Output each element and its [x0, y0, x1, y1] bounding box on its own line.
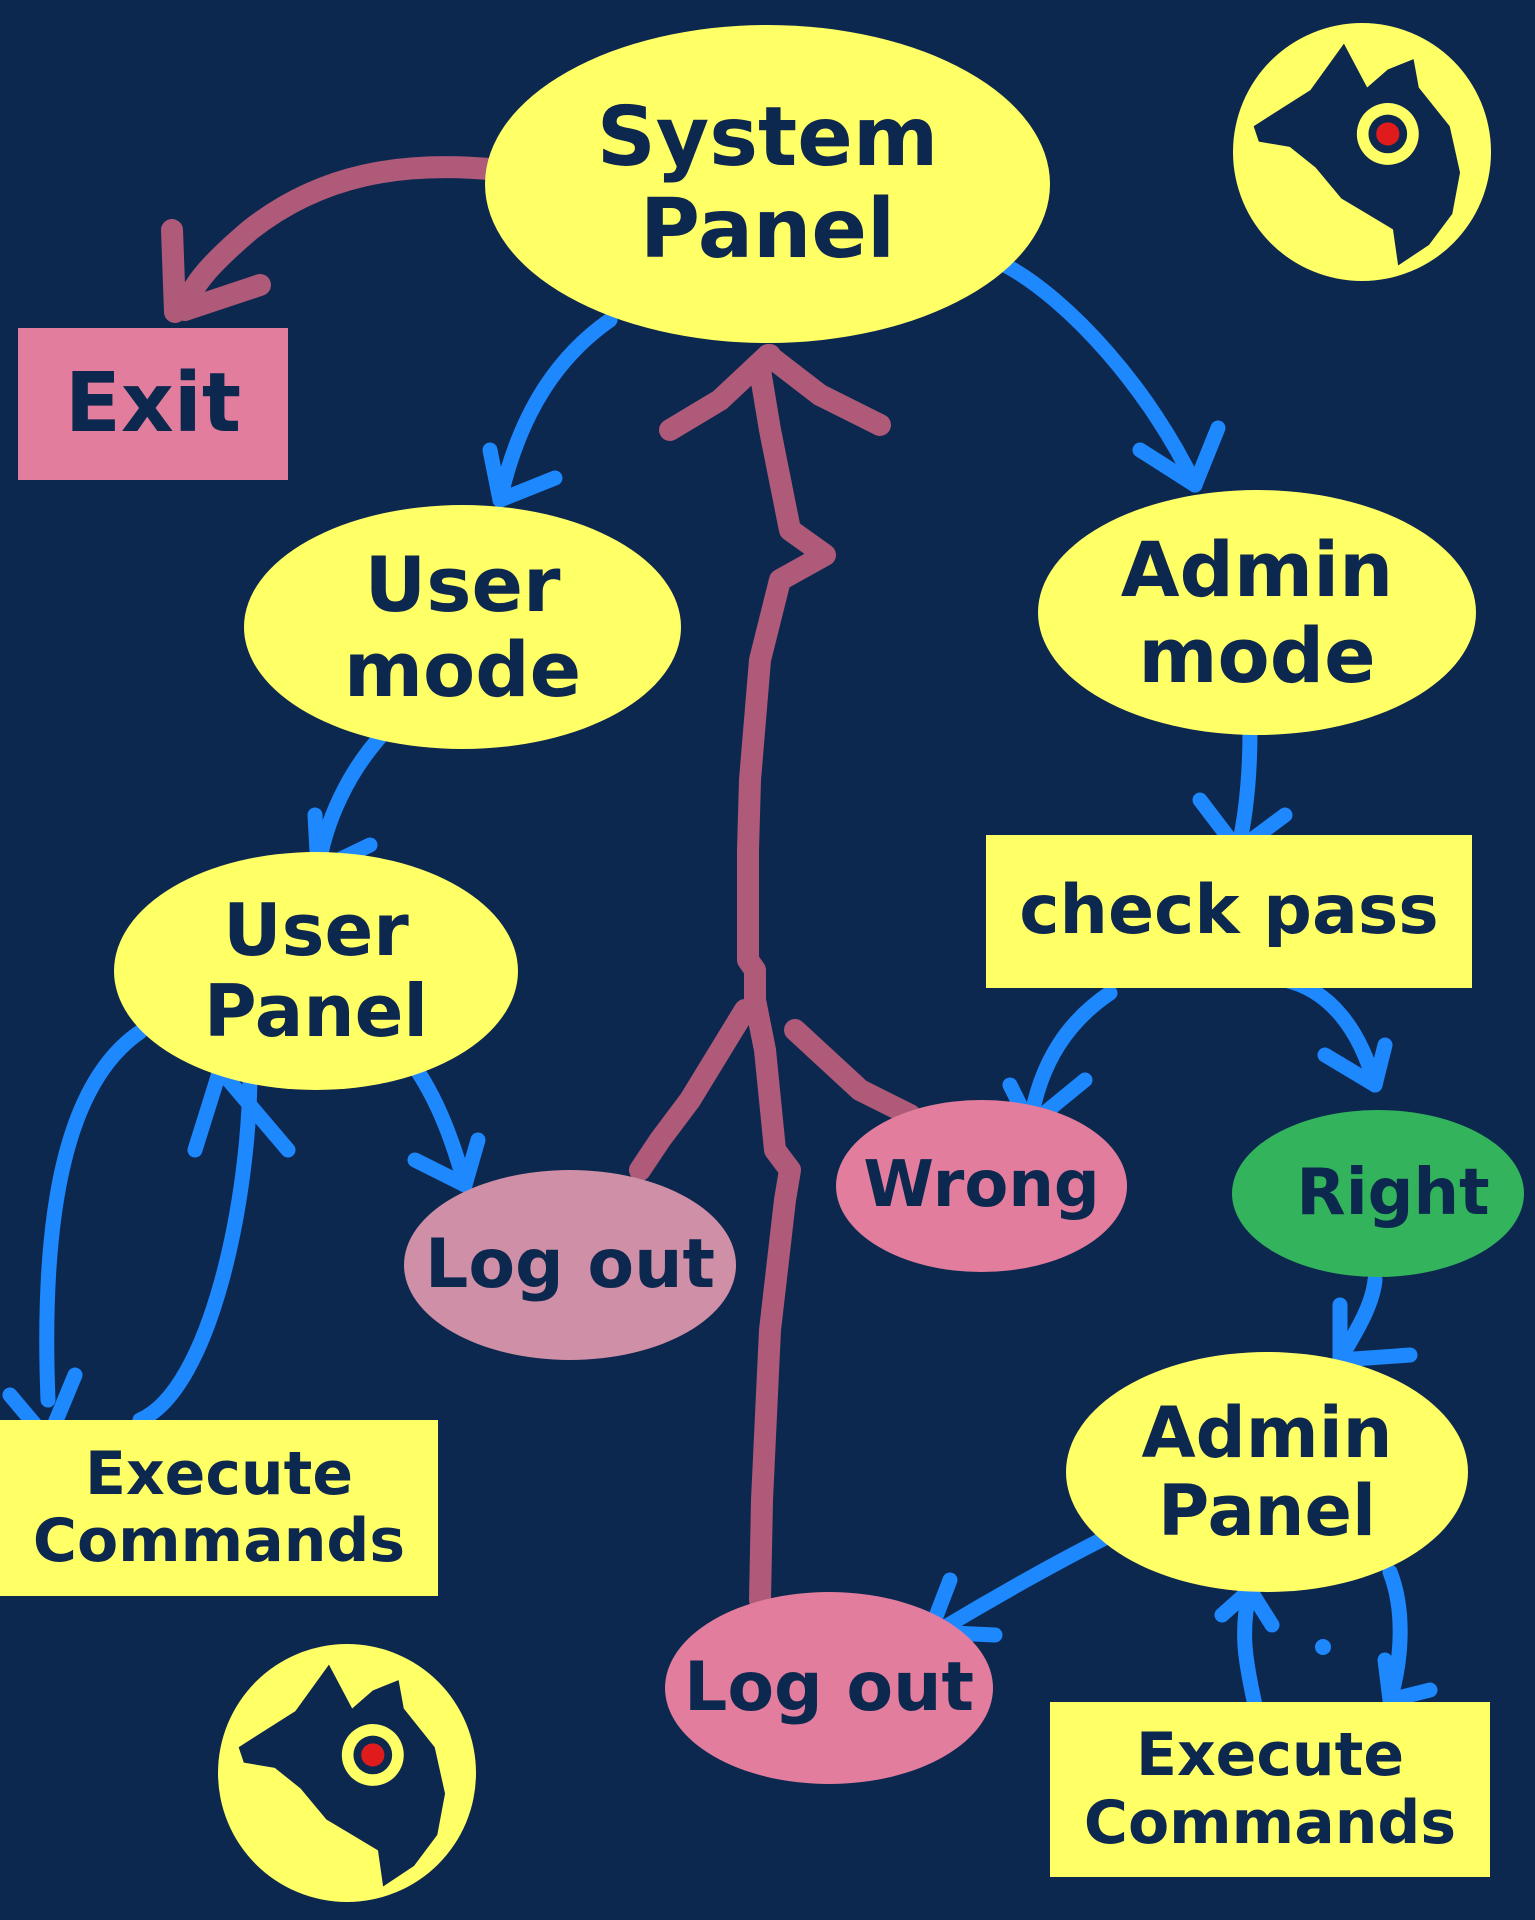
execute-commands-admin-node: Execute Commands — [1050, 1702, 1490, 1877]
system-panel-node: System Panel — [485, 25, 1050, 343]
admin-panel-node: Admin Panel — [1066, 1352, 1468, 1592]
user-panel-line1: User — [223, 888, 409, 973]
arrow-wrong-branch — [784, 1019, 921, 1126]
execute-commands-user-node: Execute Commands — [0, 1420, 438, 1596]
wrong-label: Wrong — [863, 1148, 1100, 1223]
exit-node: Exit — [18, 328, 288, 480]
admin-mode-line1: Admin — [1120, 525, 1394, 615]
user-mode-line1: User — [364, 539, 561, 629]
right-label: Right — [1296, 1155, 1490, 1230]
arrow-system-to-exit — [174, 156, 511, 321]
user-panel-node: User Panel — [114, 852, 518, 1090]
arrow-logout-user-branch — [629, 999, 756, 1181]
log-out-user-label: Log out — [424, 1224, 716, 1304]
arrow-check-pass-to-wrong — [1022, 985, 1118, 1133]
log-out-user-node: Log out — [404, 1170, 736, 1360]
execute-admin-line1: Execute — [1135, 1720, 1405, 1791]
user-panel-line2: Panel — [203, 969, 429, 1053]
arrow-execute-to-user-panel — [132, 1062, 258, 1428]
exit-label: Exit — [64, 356, 242, 452]
wrong-node: Wrong — [836, 1100, 1127, 1272]
arrow-system-to-user-mode — [492, 312, 618, 508]
arrow-logouts-to-system — [737, 344, 836, 1611]
admin-panel-line1: Admin — [1141, 1391, 1393, 1474]
system-panel-line2: Panel — [639, 182, 896, 277]
blue-dot — [1315, 1639, 1331, 1655]
arrow-exit-head — [161, 219, 271, 323]
execute-user-line2: Commands — [32, 1506, 406, 1576]
arrow-logout-user-head — [407, 1132, 486, 1193]
wolf-logo-icon-bottom-left — [218, 1644, 476, 1902]
log-out-admin-node: Log out — [665, 1592, 993, 1784]
check-pass-label: check pass — [1019, 871, 1439, 951]
system-panel-line1: System — [596, 90, 939, 186]
arrow-system-to-admin-mode — [997, 257, 1203, 493]
user-mode-node: User mode — [244, 505, 681, 749]
user-mode-line2: mode — [343, 625, 582, 714]
arrow-right-head — [1317, 1037, 1393, 1093]
arrow-admin-mode-to-check-pass — [1230, 722, 1258, 858]
admin-panel-line2: Panel — [1158, 1470, 1376, 1552]
right-node: Right — [1232, 1110, 1524, 1277]
execute-user-line1: Execute — [84, 1438, 354, 1509]
execute-admin-line2: Commands — [1083, 1787, 1457, 1858]
arrow-admin-mode-head — [1132, 420, 1226, 493]
log-out-admin-label: Log out — [683, 1647, 975, 1727]
arrow-user-panel-to-execute — [39, 1024, 148, 1408]
check-pass-node: check pass — [986, 835, 1472, 988]
arrow-user-mode-head — [482, 442, 563, 508]
arrow-admin-panel-to-logout — [932, 1525, 1123, 1638]
arrow-system-upward-head — [659, 344, 891, 441]
arrow-execute-admin-head — [1377, 1652, 1438, 1708]
admin-mode-node: Admin mode — [1038, 490, 1476, 735]
wolf-logo-icon-top-right — [1233, 23, 1491, 281]
admin-mode-line2: mode — [1138, 610, 1376, 700]
